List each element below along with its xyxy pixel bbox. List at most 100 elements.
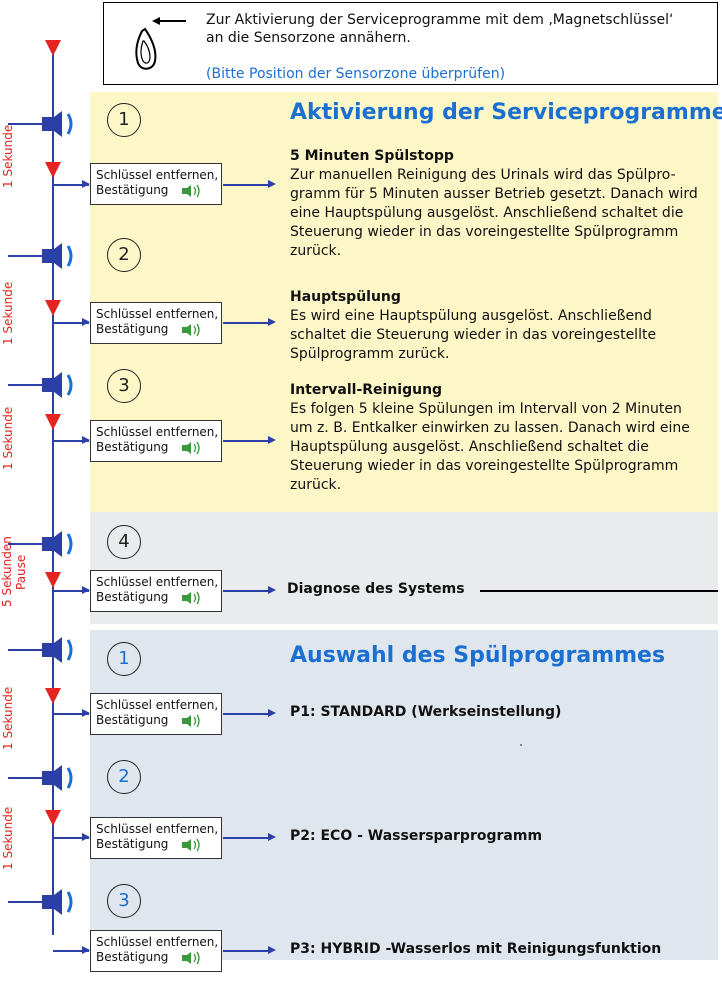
timing-label: 1 Sekunde [1,406,15,470]
service-title: 5 Minuten Spülstopp [290,148,454,164]
result-arrow-line [223,322,270,324]
branch-line [53,590,89,592]
service-text: zurück. [290,477,342,493]
intro-note: (Bitte Position der Sensorzone überprüfe… [206,66,506,82]
diagnose-label: Diagnose des Systems [287,581,465,597]
service-text: Hauptspülung ausgelöst. Anschließend sch… [290,439,649,455]
program-panel [90,630,718,960]
intro-box: Zur Aktivierung der Serviceprogramme mit… [103,2,718,85]
timing-label: 1 Sekunde [1,686,15,750]
result-arrowhead [268,318,276,326]
key-confirm-box: Schlüssel entfernen, Bestätigung [90,817,222,859]
key-remove-text: Schlüssel entfernen, [96,575,219,589]
result-arrow-line [223,713,270,715]
branch-line [53,950,89,952]
confirm-text: Bestätigung [96,950,169,964]
service-text: gramm für 5 Minuten ausser Betrieb geset… [290,186,698,202]
flow-arrow [45,414,61,430]
branch-arrowhead [82,833,90,841]
key-confirm-box: Schlüssel entfernen, Bestätigung [90,570,222,612]
service-text: eine Hauptspülung ausgelöst. Anschließen… [290,205,684,221]
result-arrowhead [268,709,276,717]
sensor-tick [8,649,44,651]
timing-label: 1 Sekunde [1,806,15,870]
branch-line [53,440,89,442]
key-remove-text: Schlüssel entfernen, [96,307,219,321]
key-remove-text: Schlüssel entfernen, [96,822,219,836]
intro-line-1: Zur Aktivierung der Serviceprogramme mit… [206,12,674,28]
branch-arrowhead [82,318,90,326]
branch-line [53,837,89,839]
key-confirm-box: Schlüssel entfernen, Bestätigung [90,163,222,205]
service-desc-2: Hauptspülung Es wird eine Hauptspülung a… [290,288,715,364]
confirm-text: Bestätigung [96,590,169,604]
intro-text: Zur Aktivierung der Serviceprogramme mit… [206,11,716,47]
key-confirm-box: Schlüssel entfernen, Bestätigung [90,930,222,972]
result-arrowhead [268,946,276,954]
program-p3: P3: HYBRID -Wasserlos mit Reinigungsfunk… [290,941,662,957]
flow-line [52,40,54,935]
branch-arrowhead [82,586,90,594]
confirm-text: Bestätigung [96,183,169,197]
key-confirm-box: Schlüssel entfernen, Bestätigung [90,302,222,344]
diagnose-rule [480,590,718,592]
flow-arrow [45,810,61,826]
branch-arrowhead [82,946,90,954]
service-desc-3: Intervall-Reinigung Es folgen 5 kleine S… [290,381,715,495]
confirm-text: Bestätigung [96,440,169,454]
confirm-text: Bestätigung [96,837,169,851]
service-section-title: Aktivierung der Serviceprogramme [290,100,722,125]
sensor-signal-icon [42,531,73,557]
intro-line-2: an die Sensorzone annähern. [206,30,411,46]
timing-label-pause: Pause [14,554,28,590]
key-confirm-box: Schlüssel entfernen, Bestätigung [90,693,222,735]
program-number-3: 3 [107,884,141,918]
sensor-signal-icon [42,889,73,915]
program-section-title: Auswahl des Spülprogrammes [290,643,666,668]
service-text: schaltet die Steuerung wieder in das vor… [290,327,657,343]
branch-line [53,184,89,186]
sensor-tick [8,543,44,545]
sensor-signal-icon [42,243,73,269]
sensor-tick [8,901,44,903]
result-arrow-line [223,184,270,186]
sensor-signal-icon [42,111,73,137]
service-text: Zur manuellen Reinigung des Urinals wird… [290,167,676,183]
sensor-tick [8,255,44,257]
key-remove-text: Schlüssel entfernen, [96,698,219,712]
flow-arrow [45,162,61,178]
flow-arrow [45,300,61,316]
service-text: Es folgen 5 kleine Spülungen im Interval… [290,401,682,417]
service-text: Steuerung wieder in das voreingestellte … [290,458,679,474]
result-arrowhead [268,833,276,841]
step-number-2: 2 [107,238,141,272]
service-text: Steuerung wieder in das voreingestellte … [290,224,679,240]
branch-arrowhead [82,436,90,444]
service-title: Hauptspülung [290,289,401,305]
program-number-1: 1 [107,642,141,676]
step-number-3: 3 [107,369,141,403]
key-remove-text: Schlüssel entfernen, [96,168,219,182]
confirm-text: Bestätigung [96,322,169,336]
stray-dot [520,744,522,746]
timing-label-pause: 5 Sekunden [0,536,14,607]
speaker-icon [182,951,201,964]
result-arrow-line [223,440,270,442]
sensor-signal-icon [42,765,73,791]
result-arrowhead [268,436,276,444]
sensor-tick [8,777,44,779]
result-arrowhead [268,586,276,594]
flow-arrow [45,40,61,56]
sensor-tick [8,123,44,125]
key-confirm-box: Schlüssel entfernen, Bestätigung [90,420,222,462]
magnet-key-icon [135,17,186,70]
speaker-icon [182,838,201,851]
service-text: zurück. [290,243,342,259]
step-number-1: 1 [107,103,141,137]
service-text: Es wird eine Hauptspülung ausgelöst. Ans… [290,308,652,324]
result-arrow-line [223,950,270,952]
step-number-4: 4 [107,525,141,559]
service-text: Spülprogramm zurück. [290,346,450,362]
speaker-icon [182,714,201,727]
timing-label: 1 Sekunde [1,124,15,188]
